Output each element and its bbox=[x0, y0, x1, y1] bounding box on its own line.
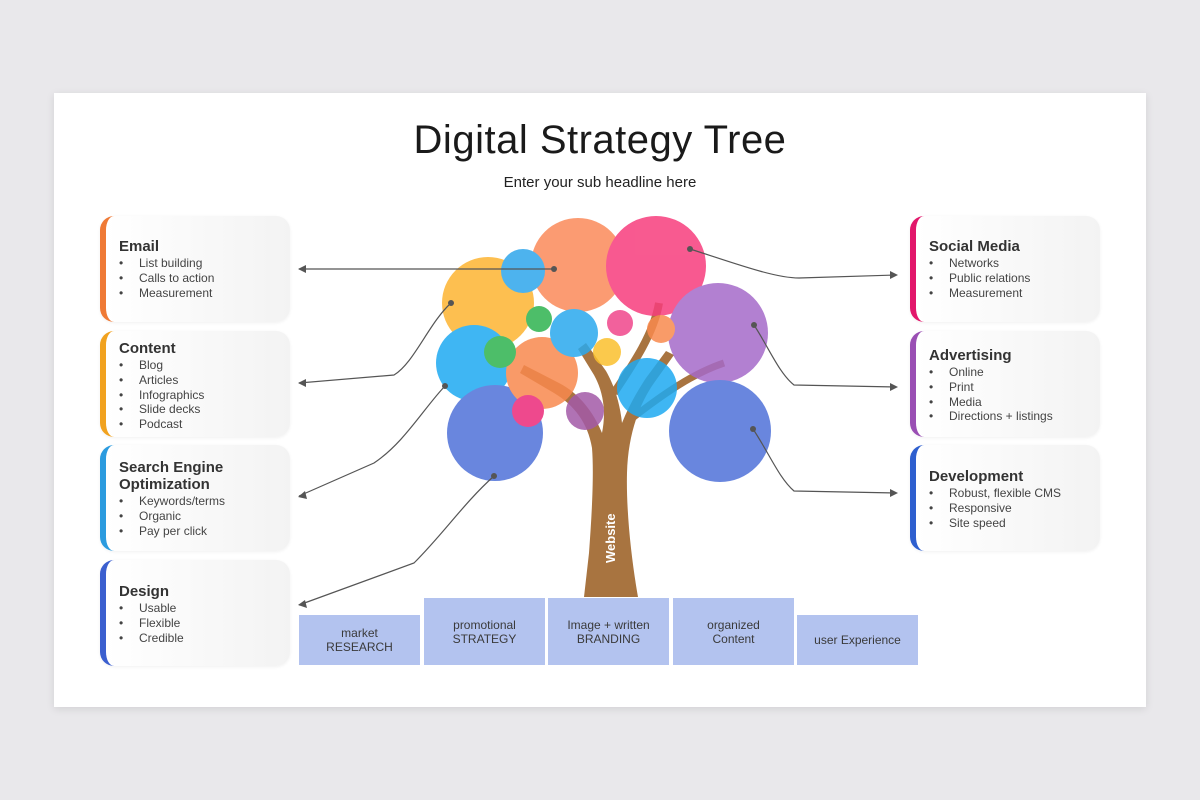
card-title: Advertising bbox=[929, 347, 1012, 364]
card-design: Design Usable Flexible Credible bbox=[100, 560, 290, 666]
arrowhead-social bbox=[890, 271, 898, 279]
base-box-label: market RESEARCH bbox=[326, 626, 393, 654]
page-title: Digital Strategy Tree bbox=[413, 118, 787, 162]
canopy-circle-green-2 bbox=[484, 336, 516, 368]
card-seo: Search Engine Optimization Keywords/term… bbox=[100, 445, 290, 551]
list-item: Directions + listings bbox=[929, 409, 1100, 424]
card-title: Content bbox=[119, 340, 176, 357]
card-list: Networks Public relations Measurement bbox=[929, 256, 1100, 300]
list-item: Robust, flexible CMS bbox=[929, 486, 1100, 501]
arrowhead-advertising bbox=[890, 383, 898, 391]
base-box-user-experience: user Experience bbox=[797, 615, 918, 665]
list-item: Slide decks bbox=[119, 402, 290, 417]
connector-advertising bbox=[753, 324, 897, 388]
card-list: Usable Flexible Credible bbox=[119, 601, 290, 645]
arrowhead-content bbox=[298, 379, 306, 387]
canopy-circle-indigo-right bbox=[669, 380, 771, 482]
list-item: Flexible bbox=[119, 616, 290, 631]
base-box-promotional-strategy: promotional STRATEGY bbox=[424, 598, 545, 665]
canopy-circle-magenta-1 bbox=[512, 395, 544, 427]
arrowhead-email bbox=[298, 265, 306, 273]
page-subtitle: Enter your sub headline here bbox=[503, 174, 697, 191]
card-list: Keywords/terms Organic Pay per click bbox=[119, 494, 290, 538]
list-item: Infographics bbox=[119, 388, 290, 403]
card-title: Social Media bbox=[929, 238, 1020, 255]
list-item: Media bbox=[929, 395, 1100, 410]
tree-illustration bbox=[298, 216, 898, 608]
list-item: Public relations bbox=[929, 271, 1100, 286]
canopy-circle-orange-small bbox=[647, 315, 675, 343]
canopy-circle-blue-small bbox=[501, 249, 545, 293]
base-box-label: user Experience bbox=[814, 633, 901, 647]
card-development: Development Robust, flexible CMS Respons… bbox=[910, 445, 1100, 551]
card-email: Email List building Calls to action Meas… bbox=[100, 216, 290, 322]
canopy-circle-cyan-right bbox=[617, 358, 677, 418]
card-title: Search Engine Optimization bbox=[119, 459, 224, 493]
connector-content bbox=[298, 302, 452, 384]
card-list: List building Calls to action Measuremen… bbox=[119, 256, 290, 300]
card-list: Blog Articles Infographics Slide decks P… bbox=[119, 358, 290, 432]
card-title: Email bbox=[119, 238, 160, 255]
canopy-circle-orange-top bbox=[531, 218, 625, 312]
trunk-label: Website bbox=[603, 513, 618, 563]
connector-development bbox=[752, 428, 897, 494]
arrowhead-design bbox=[298, 600, 307, 608]
connector-social bbox=[689, 248, 897, 279]
card-list: Online Print Media Directions + listings bbox=[929, 365, 1100, 424]
card-list: Robust, flexible CMS Responsive Site spe… bbox=[929, 486, 1100, 530]
canopy-circle-green-1 bbox=[526, 306, 552, 332]
list-item: Networks bbox=[929, 256, 1100, 271]
list-item: Measurement bbox=[119, 286, 290, 301]
base-box-organized-content: organized Content bbox=[673, 598, 794, 665]
list-item: Organic bbox=[119, 509, 290, 524]
base-box-label: organized Content bbox=[707, 617, 760, 646]
base-box-branding: Image + written BRANDING bbox=[548, 598, 669, 665]
connector-design bbox=[298, 475, 495, 606]
canopy-circle-pink bbox=[606, 216, 706, 316]
connector-seo bbox=[298, 385, 446, 497]
card-social-media: Social Media Networks Public relations M… bbox=[910, 216, 1100, 322]
list-item: Responsive bbox=[929, 501, 1100, 516]
list-item: Keywords/terms bbox=[119, 494, 290, 509]
arrowhead-seo bbox=[298, 491, 307, 499]
list-item: Pay per click bbox=[119, 524, 290, 539]
canopy-circle-purple-small bbox=[566, 392, 604, 430]
list-item: Usable bbox=[119, 601, 290, 616]
list-item: Calls to action bbox=[119, 271, 290, 286]
canopy-circle-orange-mid bbox=[506, 337, 578, 409]
list-item: Blog bbox=[119, 358, 290, 373]
list-item: Measurement bbox=[929, 286, 1100, 301]
card-content: Content Blog Articles Infographics Slide… bbox=[100, 331, 290, 437]
canopy-circle-purple bbox=[668, 283, 768, 383]
base-box-market-research: market RESEARCH bbox=[299, 615, 420, 665]
base-box-label: Image + written BRANDING bbox=[567, 617, 650, 646]
card-title: Design bbox=[119, 583, 170, 600]
list-item: Online bbox=[929, 365, 1100, 380]
card-advertising: Advertising Online Print Media Direction… bbox=[910, 331, 1100, 437]
arrowhead-development bbox=[890, 489, 898, 497]
card-title: Development bbox=[929, 468, 1024, 485]
list-item: Podcast bbox=[119, 417, 290, 432]
list-item: Articles bbox=[119, 373, 290, 388]
canopy-circle-cyan-mid bbox=[550, 309, 598, 357]
list-item: List building bbox=[119, 256, 290, 271]
list-item: Site speed bbox=[929, 516, 1100, 531]
list-item: Print bbox=[929, 380, 1100, 395]
base-box-label: promotional STRATEGY bbox=[452, 617, 517, 646]
canopy-circle-magenta-2 bbox=[607, 310, 633, 336]
slide: Digital Strategy Tree Enter your sub hea… bbox=[54, 93, 1146, 707]
list-item: Credible bbox=[119, 631, 290, 646]
canopy-circle-yellow-small bbox=[593, 338, 621, 366]
